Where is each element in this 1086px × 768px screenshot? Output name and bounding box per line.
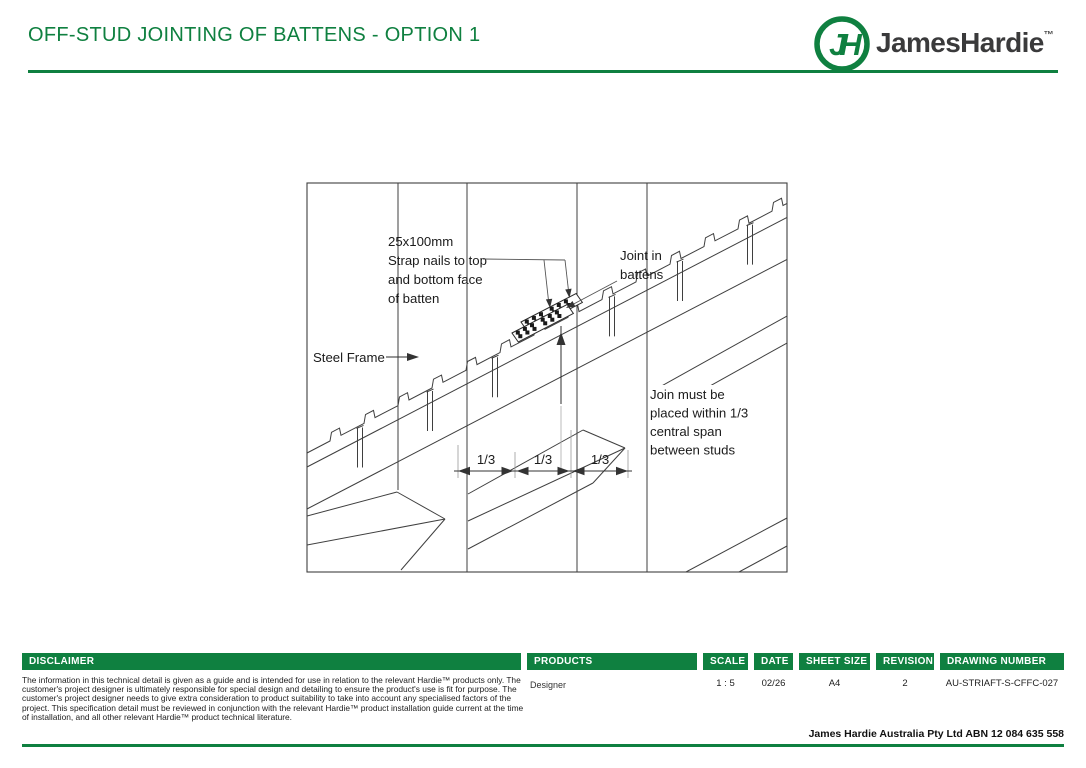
drawing-number-header: DRAWING NUMBER — [940, 653, 1064, 670]
joint-label-line1: Joint in — [620, 248, 662, 263]
revision-value: 2 — [902, 678, 908, 689]
join-note-label: Join must be placed within 1/3 central s… — [648, 385, 748, 459]
abn-line: James Hardie Australia Pty Ltd ABN 12 08… — [808, 728, 1064, 740]
join-note-line3: central span — [650, 424, 722, 439]
sheet-size-value: A4 — [828, 678, 841, 689]
join-note-line2: placed within 1/3 — [650, 406, 748, 421]
drawing-border — [306, 182, 788, 573]
strap-label-line2: Strap nails to top — [388, 253, 487, 268]
dim-label-3: 1/3 — [591, 452, 609, 467]
strap-label-line3: and bottom face — [388, 272, 483, 287]
scale-value: 1 : 5 — [716, 678, 735, 689]
drawing-number-value: AU-STRIAFT-S-CFFC-027 — [945, 678, 1059, 689]
strap-nails-label: 25x100mm Strap nails to top and bottom f… — [388, 234, 487, 306]
strap-label-line4: of batten — [388, 291, 439, 306]
strap-label-line1: 25x100mm — [388, 234, 453, 249]
header-divider — [28, 70, 1058, 73]
footer-divider — [22, 744, 1064, 747]
scale-header: SCALE — [703, 653, 748, 670]
dim-label-1: 1/3 — [477, 452, 495, 467]
joint-in-battens-label: Joint in battens — [620, 248, 664, 282]
brand-trademark: ™ — [1043, 30, 1054, 41]
jameshardie-logo-icon: JH — [814, 16, 870, 72]
date-header: DATE — [754, 653, 793, 670]
brand-text: JamesHardie — [876, 27, 1044, 58]
revision-header: REVISION — [876, 653, 934, 670]
join-note-line1: Join must be — [650, 387, 725, 402]
page-title: OFF-STUD JOINTING OF BATTENS - OPTION 1 — [28, 24, 481, 46]
join-note-line4: between studs — [650, 443, 735, 458]
join-note-mask — [648, 385, 742, 459]
products-header: PRODUCTS — [527, 653, 697, 670]
jameshardie-logo: JH — [811, 13, 1061, 75]
brand-name: JamesHardie™ — [876, 27, 1054, 59]
dim-label-2: 1/3 — [534, 452, 552, 467]
dimension-labels: 1/3 1/3 1/3 — [477, 452, 609, 467]
date-value: 02/26 — [761, 678, 786, 689]
disclaimer-text: The information in this technical detail… — [22, 675, 524, 722]
products-value: Designer — [530, 680, 567, 690]
joint-label-line2: battens — [620, 267, 664, 282]
sheet-size-header: SHEET SIZE — [799, 653, 870, 670]
steel-frame-label: Steel Frame — [313, 350, 385, 365]
disclaimer-header: DISCLAIMER — [22, 653, 521, 670]
